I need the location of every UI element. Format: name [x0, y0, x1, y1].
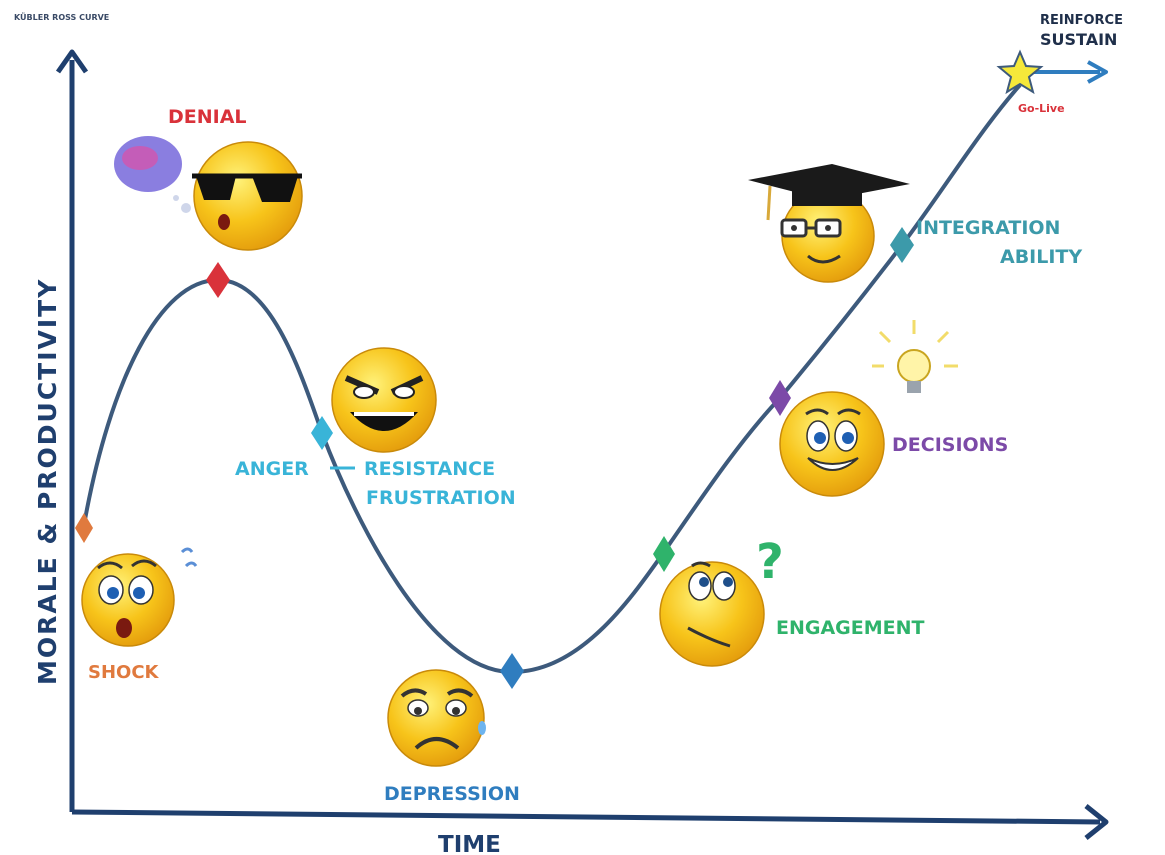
diagram-title: KÜBLER ROSS CURVE: [14, 12, 109, 22]
shock-marker: [75, 513, 93, 543]
integration-marker: [890, 227, 914, 263]
thought-bubble-icon: [114, 136, 191, 213]
anger-marker: [311, 416, 333, 450]
label-ability: ABILITY: [1000, 246, 1082, 268]
depression-marker: [500, 653, 524, 689]
label-engagement: ENGAGEMENT: [776, 617, 925, 639]
engagement-marker: [653, 536, 675, 572]
angry-face-icon: [331, 347, 437, 453]
sunglasses-face-icon: [192, 141, 303, 251]
decisions-marker: [769, 380, 791, 416]
smiling-face-icon: [779, 391, 885, 497]
x-axis-label: TIME: [438, 832, 501, 855]
x-axis-arrowhead: [1084, 804, 1109, 840]
x-axis: [71, 809, 1101, 825]
label-denial: DENIAL: [168, 106, 247, 128]
label-sustain: SUSTAIN: [1040, 30, 1117, 49]
sad-face-icon: [387, 669, 486, 767]
lightbulb-icon: [872, 320, 958, 393]
y-axis-label: MORALE & PRODUCTIVITY: [33, 278, 62, 685]
label-anger: ANGER: [235, 458, 309, 480]
confused-face-icon: [659, 561, 765, 667]
label-reinforce: REINFORCE: [1040, 13, 1123, 28]
label-go-live: Go-Live: [1018, 102, 1065, 115]
label-resistance: RESISTANCE: [364, 458, 495, 480]
denial-marker: [206, 262, 230, 298]
reinforce-arrowhead: [1087, 60, 1108, 84]
label-shock: SHOCK: [88, 662, 160, 683]
star-icon: [996, 49, 1044, 95]
label-frustration: FRUSTRATION: [366, 487, 516, 509]
label-decisions: DECISIONS: [892, 434, 1008, 456]
label-integration: INTEGRATION: [916, 217, 1060, 239]
label-depression: DEPRESSION: [384, 783, 520, 805]
graduate-face-icon: [748, 164, 910, 283]
shocked-face-icon: [81, 547, 198, 647]
question-mark-icon: ?: [756, 534, 784, 590]
y-axis-arrowhead: [55, 49, 89, 74]
